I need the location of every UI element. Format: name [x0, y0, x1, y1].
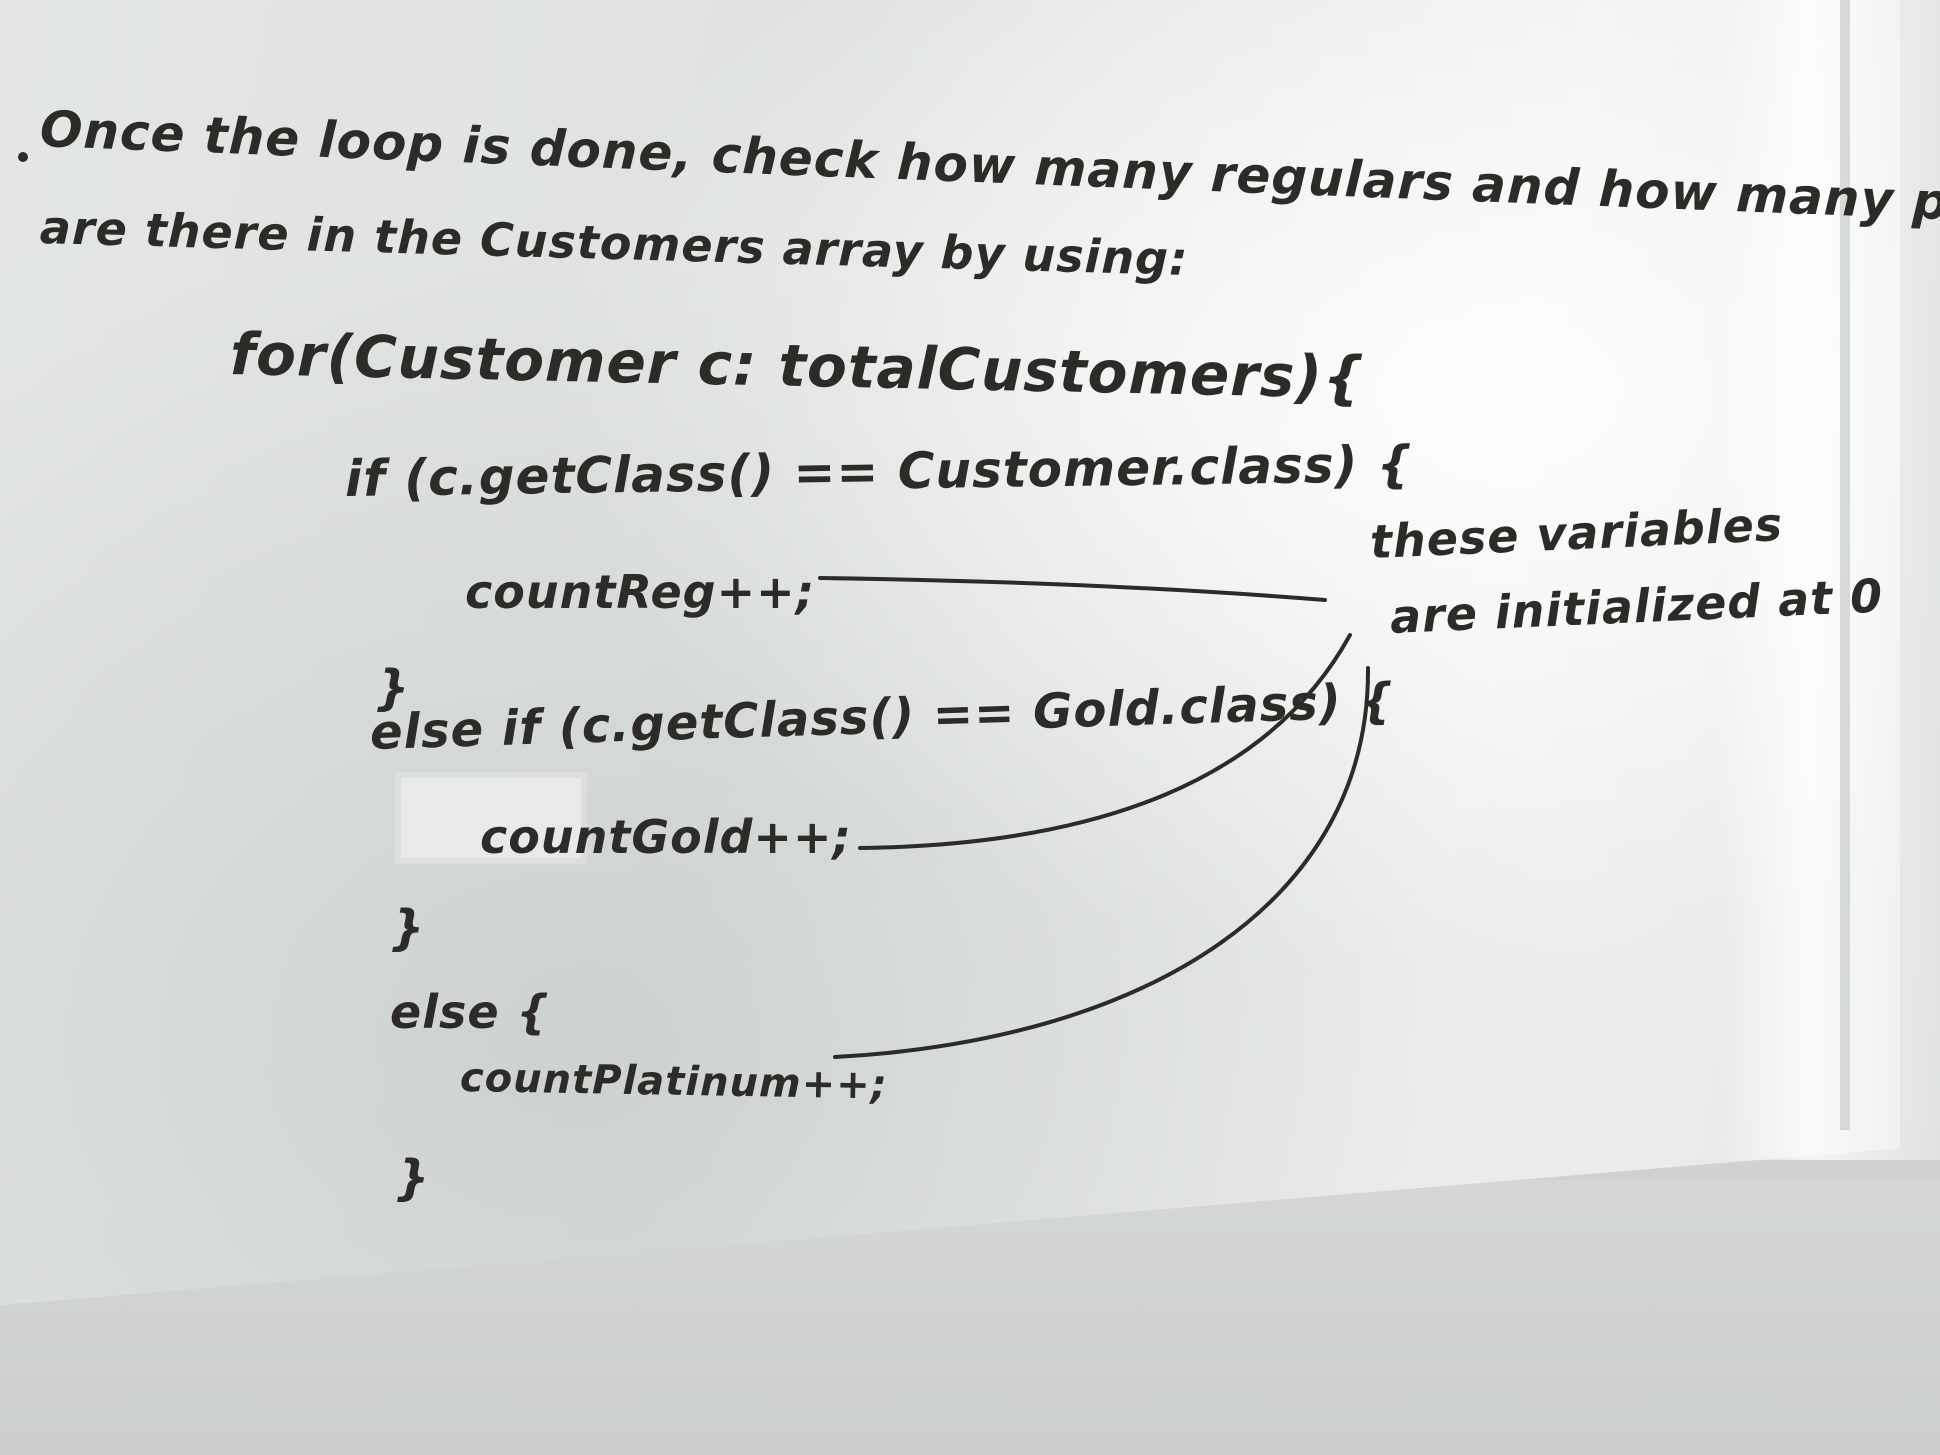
code-close-brace-1: }	[375, 660, 411, 716]
code-close-brace-2: }	[390, 900, 426, 956]
code-close-brace-3: }	[395, 1150, 431, 1206]
line-count-platinum-to-note	[833, 666, 1371, 1059]
bullet-dot	[18, 152, 28, 162]
code-count-gold: countGold++;	[480, 810, 852, 864]
light-reflection	[395, 772, 587, 864]
code-else-line: else {	[390, 985, 551, 1039]
window-frame-reflection	[1840, 0, 1850, 1130]
line-count-gold-to-note	[858, 633, 1352, 850]
window-glare	[1720, 0, 1940, 1160]
whiteboard	[0, 0, 1900, 1305]
line-count-reg-to-note	[818, 576, 1327, 602]
code-count-reg: countReg++;	[465, 565, 816, 619]
code-count-platinum: countPlatinum++;	[459, 1055, 889, 1109]
